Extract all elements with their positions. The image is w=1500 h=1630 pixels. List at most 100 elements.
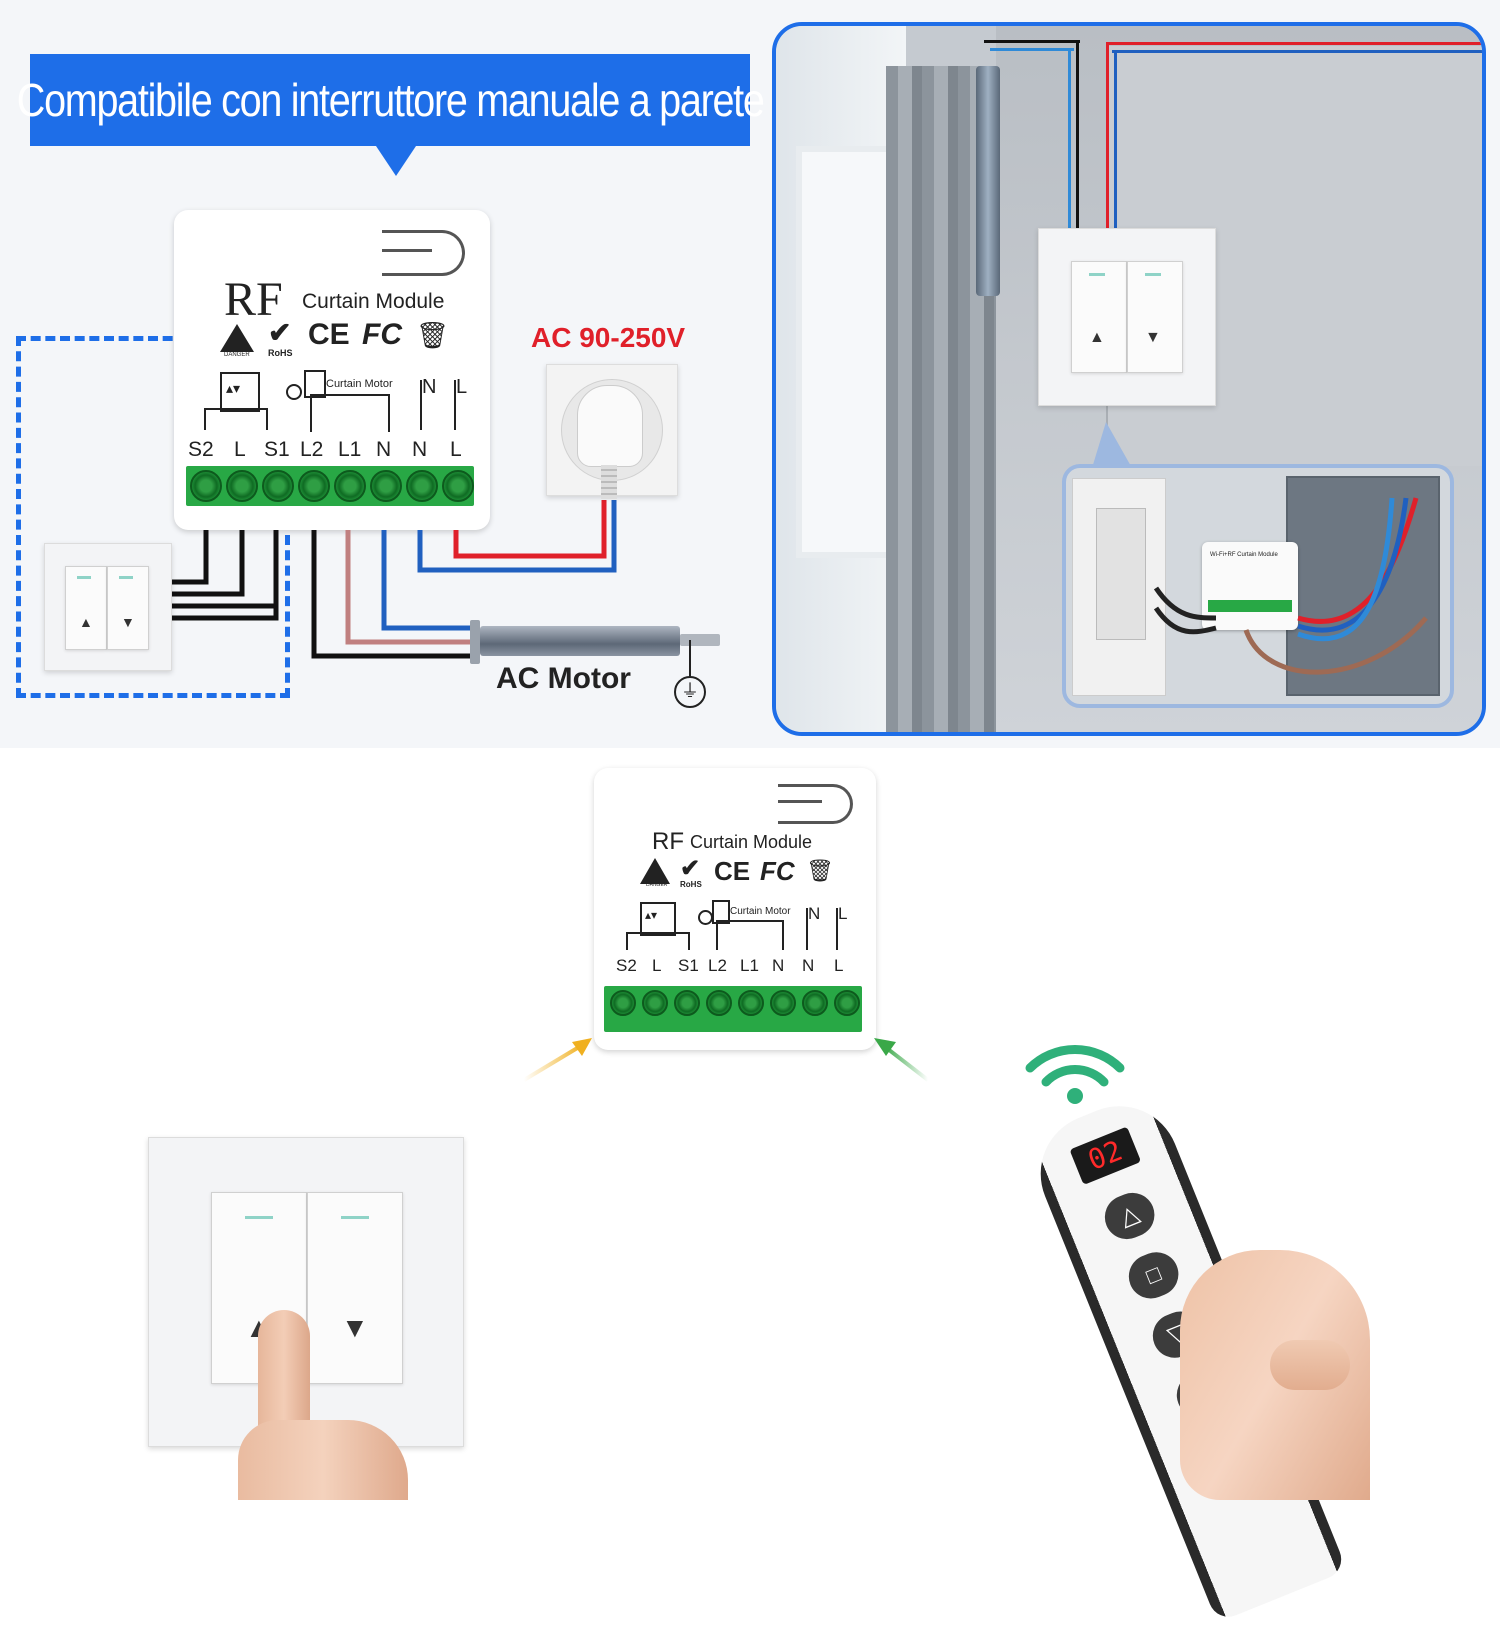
terminal-screw xyxy=(674,990,700,1016)
motor-shaft xyxy=(680,634,720,646)
wire-drop-red xyxy=(1106,42,1109,250)
antenna-loop-icon xyxy=(778,784,853,824)
terminal-screw xyxy=(738,990,764,1016)
switch-signal-arrow xyxy=(522,1042,586,1082)
module-photo-terminals xyxy=(1208,600,1292,612)
terminal-screw xyxy=(406,470,438,502)
terminal-label: S2 xyxy=(188,438,214,461)
down-arrow-icon: ▼ xyxy=(341,1312,369,1343)
switch-leads xyxy=(626,932,690,950)
terminal-label: L2 xyxy=(708,956,727,975)
down-arrow-icon: ▼ xyxy=(121,614,135,630)
wire-switch-l xyxy=(172,530,245,597)
module-brand: RF xyxy=(652,828,684,855)
switch-symbol-icon xyxy=(220,372,260,412)
terminal-screw xyxy=(226,470,258,502)
wire-power-l xyxy=(453,500,607,559)
terminal-screw xyxy=(334,470,366,502)
terminal-screw xyxy=(706,990,732,1016)
antenna-line xyxy=(382,249,432,252)
power-l-lead xyxy=(836,908,838,950)
wire-blue-2 xyxy=(1112,50,1482,53)
arrowhead-green-icon xyxy=(874,1038,896,1056)
down-rocker xyxy=(307,1192,403,1384)
power-l-label: L xyxy=(456,376,468,398)
wire-brown-callout xyxy=(1243,616,1428,675)
terminal-label: L xyxy=(834,956,844,975)
terminal-screw xyxy=(298,470,330,502)
power-n-lead xyxy=(420,380,422,430)
switch-mechanism xyxy=(1096,508,1146,640)
terminal-label: L xyxy=(450,438,462,461)
motor-leads xyxy=(716,920,784,950)
rocker-led xyxy=(1089,273,1105,276)
plug-icon xyxy=(577,385,643,467)
power-n-label: N xyxy=(422,376,437,398)
rohs-check-icon: ✔ xyxy=(268,317,292,348)
ac-motor-icon xyxy=(470,620,720,664)
rohs-label: RoHS xyxy=(680,880,702,889)
wire-drop-black xyxy=(1076,40,1079,250)
up-rocker xyxy=(1071,261,1127,373)
fc-mark: FC xyxy=(760,856,795,886)
motor-symbol-icon xyxy=(304,370,326,398)
arrowhead-yellow-icon xyxy=(572,1038,592,1056)
voltage-label: AC 90-250V xyxy=(531,322,686,353)
terminal-label: L1 xyxy=(338,438,362,461)
rohs-label: RoHS xyxy=(268,348,293,358)
ce-mark: CE xyxy=(308,318,350,351)
wall-switch-photo: ▲ ▼ xyxy=(1038,228,1216,406)
power-n-lead xyxy=(806,908,808,950)
antenna-loop-icon xyxy=(382,230,465,276)
callout-pointer xyxy=(1092,422,1132,468)
ground-icon: ⏚ xyxy=(674,676,706,708)
banner-pointer-icon xyxy=(376,146,416,176)
up-arrow-icon: ▲ xyxy=(79,614,93,630)
wire-red-callout xyxy=(1297,497,1419,624)
terminal-label: N xyxy=(412,438,428,461)
module-photo: Wi-Fi+RF Curtain Module xyxy=(1202,542,1298,630)
thumb-icon xyxy=(1270,1340,1350,1390)
danger-label: DANGER xyxy=(224,352,250,358)
power-l-lead xyxy=(454,380,456,430)
power-n-label: N xyxy=(808,904,821,923)
terminal-label: L xyxy=(652,956,662,975)
motor-label: Curtain Motor xyxy=(730,906,791,917)
curtain-module-photo: RF Curtain Module DANGER ✔ RoHS CE FC 🗑 … xyxy=(594,768,876,1050)
wiring-diagram xyxy=(172,500,617,659)
updown-symbol-icon: ▴▾ xyxy=(226,380,241,396)
down-arrow-icon: ▼ xyxy=(1145,329,1161,346)
remote-signal-arrow xyxy=(882,1044,930,1082)
ground-symbol-icon xyxy=(286,384,302,400)
antenna-line xyxy=(778,800,822,803)
wire-motor-l1 xyxy=(345,530,470,645)
signal-arrows xyxy=(522,1038,930,1082)
motor-symbol-icon xyxy=(712,900,730,924)
motor-label: Curtain Motor xyxy=(326,378,393,390)
rocker-led xyxy=(341,1216,369,1219)
fc-mark: FC xyxy=(362,318,402,351)
terminal-label: L1 xyxy=(740,956,759,975)
weee-bin-icon: 🗑 xyxy=(416,320,450,350)
window-frame xyxy=(796,146,898,558)
installation-callout: Wi-Fi+RF Curtain Module xyxy=(1062,464,1454,708)
terminal-label: S2 xyxy=(616,956,637,975)
wire-blue-callout-2 xyxy=(1297,497,1395,642)
wire-red xyxy=(1106,42,1482,45)
down-rocker xyxy=(107,566,149,650)
module-title: Curtain Module xyxy=(302,290,445,313)
terminal-screw xyxy=(770,990,796,1016)
module-title: Curtain Module xyxy=(690,832,813,852)
wire-black-callout xyxy=(1153,586,1217,621)
ground-symbol-icon xyxy=(698,910,713,925)
terminal-label: N xyxy=(376,438,392,461)
hand-icon xyxy=(238,1420,408,1500)
junction-box xyxy=(1286,476,1440,696)
wire-motor-n xyxy=(381,530,470,631)
compatibility-banner: Compatibile con interruttore manuale a p… xyxy=(17,54,765,146)
banner-text: Compatibile con interruttore manuale a p… xyxy=(16,74,765,126)
module-photo-title: Wi-Fi+RF Curtain Module xyxy=(1210,552,1278,558)
terminal-label: N xyxy=(802,956,815,975)
updown-symbol-icon: ▴▾ xyxy=(645,908,658,922)
terminal-screw xyxy=(262,470,294,502)
